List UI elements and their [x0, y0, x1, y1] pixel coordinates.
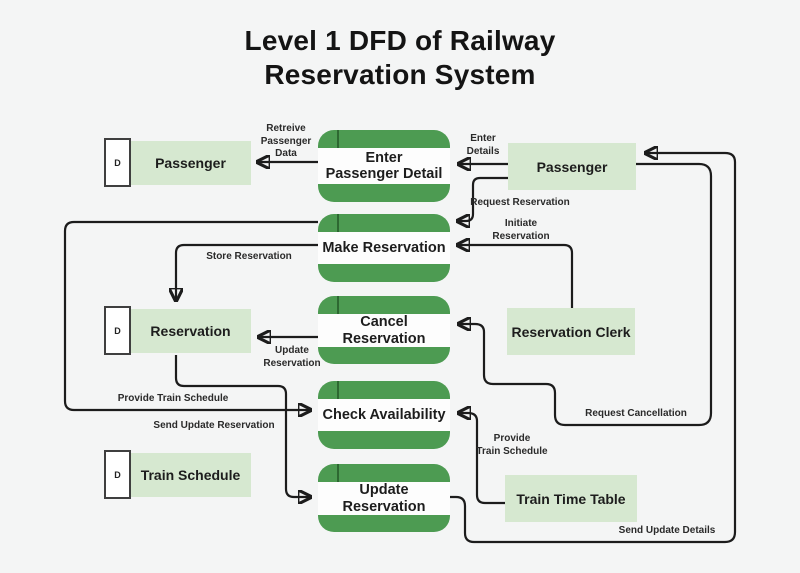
flow-label-request-reservation: Request Reservation — [470, 197, 570, 208]
process-label: Cancel Reservation — [342, 314, 426, 347]
entity-reservation-clerk: Reservation Clerk — [507, 308, 635, 355]
process-bottom-band — [318, 431, 450, 449]
flow-label-enter-details: Enter Details — [466, 133, 500, 157]
process-bottom-band — [318, 347, 450, 364]
process-top-band — [318, 130, 450, 148]
process-bottom-band — [318, 264, 450, 282]
flow-label-provide-train-schedule-2: Provide Train Schedule — [476, 433, 548, 457]
title-line-1: Level 1 DFD of Railway — [244, 25, 556, 56]
datastore-label: Reservation — [130, 308, 251, 353]
process-label: Make Reservation — [322, 239, 446, 256]
process-cancel-reservation: Cancel Reservation — [318, 296, 450, 364]
entity-train-time-table: Train Time Table — [505, 475, 637, 522]
flow-line-send-update-details — [450, 153, 737, 544]
process-top-band — [318, 296, 450, 314]
flow-line-send-update-reservation — [174, 355, 310, 497]
title-line-2: Reservation System — [264, 59, 536, 90]
flow-label-send-update-reservation: Send Update Reservation — [153, 420, 275, 431]
process-top-band — [318, 214, 450, 232]
datastore-reservation: D Reservation — [104, 306, 251, 355]
flow-line-request-cancellation — [459, 162, 713, 427]
flow-line-store-reservation — [176, 243, 318, 300]
flow-line-provide-train-schedule-left — [63, 220, 318, 410]
flow-line-provide-train-schedule-right — [459, 413, 505, 505]
process-bottom-band — [318, 515, 450, 532]
flow-label-send-update-details: Send Update Details — [618, 525, 716, 536]
process-update-reservation: Update Reservation — [318, 464, 450, 532]
flow-label-initiate-reservation: Initiate Reservation — [492, 218, 550, 242]
datastore-d-badge: D — [104, 306, 131, 355]
flow-line-request-reservation — [458, 176, 508, 221]
process-label: Enter Passenger Detail — [325, 149, 443, 183]
process-top-band — [318, 381, 450, 399]
flow-label-update-reservation: Update Reservation — [263, 345, 321, 369]
datastore-label: Passenger — [130, 140, 251, 185]
datastore-d-badge: D — [104, 138, 131, 187]
page-title: Level 1 DFD of Railway Reservation Syste… — [0, 24, 800, 92]
flow-line-initiate-reservation — [458, 245, 574, 308]
flow-label-request-cancellation: Request Cancellation — [585, 408, 687, 419]
process-label: Update Reservation — [342, 482, 426, 515]
datastore-train-schedule: D Train Schedule — [104, 450, 251, 499]
process-make-reservation: Make Reservation — [318, 214, 450, 282]
process-top-band — [318, 464, 450, 482]
datastore-d-badge: D — [104, 450, 131, 499]
process-enter-passenger-detail: Enter Passenger Detail — [318, 130, 450, 202]
entity-passenger: Passenger — [508, 143, 636, 190]
process-check-availability: Check Availability — [318, 381, 450, 449]
datastore-passenger: D Passenger — [104, 138, 251, 187]
flow-label-provide-train-schedule: Provide Train Schedule — [117, 393, 229, 404]
flow-label-retreive-passenger-data: Retreive Passenger Data — [260, 123, 312, 159]
flow-label-store-reservation: Store Reservation — [206, 251, 292, 262]
process-label: Check Availability — [322, 406, 446, 423]
process-bottom-band — [318, 184, 450, 202]
datastore-label: Train Schedule — [130, 452, 251, 497]
